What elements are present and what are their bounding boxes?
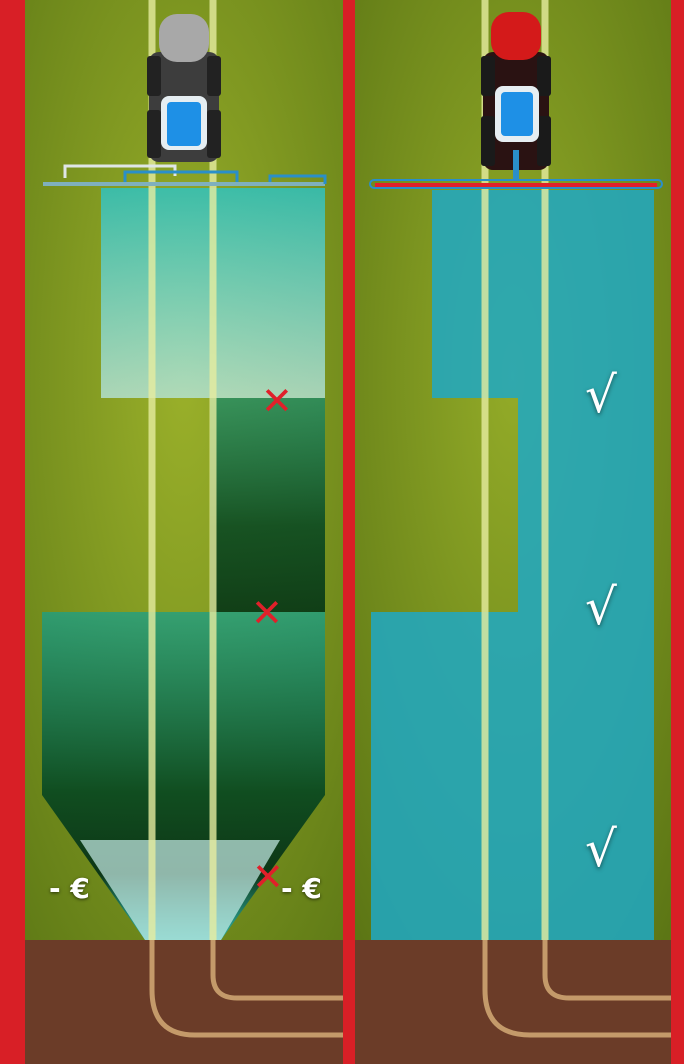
overlap-x-marker: ✕	[261, 382, 293, 420]
cost-label-right: - €	[281, 872, 322, 905]
check-mark: √	[585, 366, 617, 424]
spray-overlap-middle	[210, 398, 325, 612]
field-scene-right	[355, 0, 671, 1064]
soil-headland	[25, 940, 343, 1064]
overlap-x-marker: ✕	[252, 858, 284, 896]
overlap-x-marker: ✕	[251, 594, 283, 632]
panel-section-control-sprayer: √ √ √	[355, 0, 671, 1064]
tractor-red-icon	[481, 12, 551, 180]
check-mark: √	[585, 578, 617, 636]
panel-conventional-sprayer: ✕ ✕ ✕ - € - €	[25, 0, 343, 1064]
cost-label-left: - €	[49, 872, 90, 905]
soil-headland	[355, 940, 671, 1064]
check-mark: √	[585, 820, 617, 878]
